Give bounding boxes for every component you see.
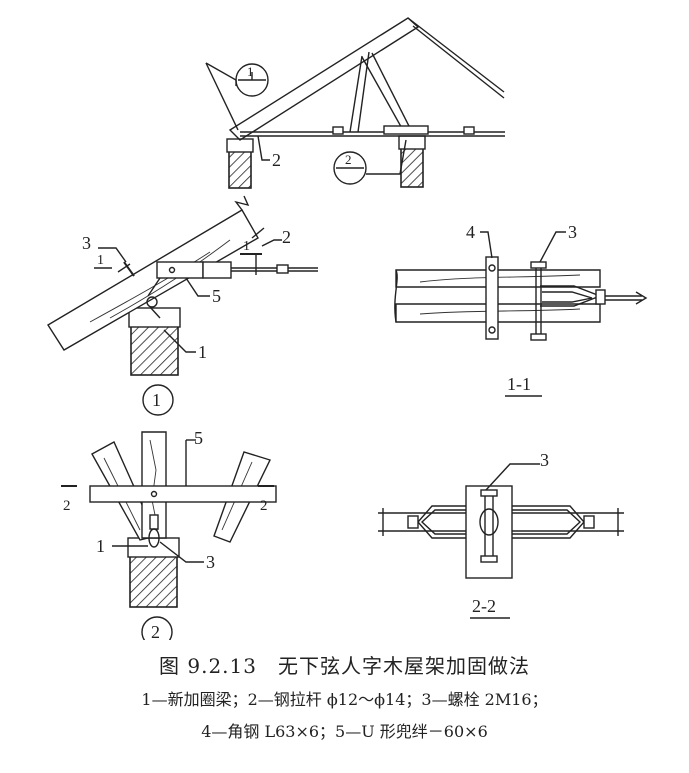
figure-legend-line-1: 1—新加圈梁；2—钢拉杆 ϕ12～ϕ14；3—螺栓 2M16； [141, 690, 548, 709]
callout-1-label: 1 [247, 64, 254, 79]
detail-2-title-circle: 2 [141, 616, 173, 640]
detail-callout-2: 2 [333, 139, 407, 185]
detail-1-label-5: 5 [212, 286, 221, 306]
detail-2-section-marks: 2 2 [61, 485, 274, 514]
detail-1-wall [128, 307, 181, 376]
tie-rod-leader: 2 [257, 135, 281, 170]
detail-2-leaders: 5 1 3 [96, 428, 215, 572]
detail-1-rafter [47, 195, 265, 351]
section-1-1-label-3: 3 [568, 222, 577, 242]
tie-rod-label-top: 2 [272, 150, 281, 170]
detail-1-title-circle: 1 [142, 384, 174, 416]
detail-2-bolt [148, 514, 160, 548]
section-1-1-label-4: 4 [466, 222, 475, 242]
detail-1-number: 1 [152, 390, 161, 410]
detail-2-u-strap [89, 440, 277, 503]
detail-1-label-3: 3 [82, 233, 91, 253]
callout-2-label: 2 [345, 152, 352, 167]
reinforcement-drawing: 1 2 2 [47, 17, 648, 640]
detail-2-label-3: 3 [206, 552, 215, 572]
detail-1-leaders: 3 2 5 1 [82, 227, 291, 362]
tie-rod-couplers [332, 125, 475, 135]
left-support-column [226, 138, 254, 189]
detail-2-number: 2 [151, 622, 160, 640]
detail-callout-1: 1 [205, 62, 269, 131]
detail-2-label-5: 5 [194, 428, 203, 448]
detail-2: 2 2 5 1 3 2 [61, 428, 277, 640]
section-2-2-title: 2-2 [472, 596, 496, 616]
figure-caption-title: 图 9.2.13 无下弦人字木屋架加固做法 [159, 654, 530, 678]
section-2-mark-right: 2 [260, 498, 268, 514]
detail-1-label-2: 2 [282, 227, 291, 247]
detail-1-bolt [117, 261, 161, 319]
detail-2-label-1: 1 [96, 536, 105, 556]
detail-1: 1 1 3 2 5 1 1 [47, 195, 318, 416]
detail-2-wall [127, 537, 180, 608]
detail-1-label-1: 1 [198, 342, 207, 362]
section-2-mark-left: 2 [63, 498, 71, 514]
figure-legend-line-2: 4—角钢 L63×6；5—U 形兜绊－60×6 [201, 722, 488, 741]
section-1-mark-left: 1 [97, 253, 104, 268]
section-1-1: 4 3 1-1 [394, 222, 648, 397]
detail-1-tie-rod [231, 264, 318, 274]
truss-elevation: 1 2 2 [205, 17, 505, 189]
section-2-2-label-3: 3 [540, 450, 549, 470]
truss-members [228, 17, 505, 141]
section-2-2: 3 2-2 [378, 450, 624, 619]
section-1-1-title: 1-1 [507, 374, 531, 394]
detail-1-u-strap [147, 261, 232, 297]
detail-1-section-mark: 1 1 [94, 239, 262, 275]
section-1-mark-right: 1 [243, 239, 250, 254]
